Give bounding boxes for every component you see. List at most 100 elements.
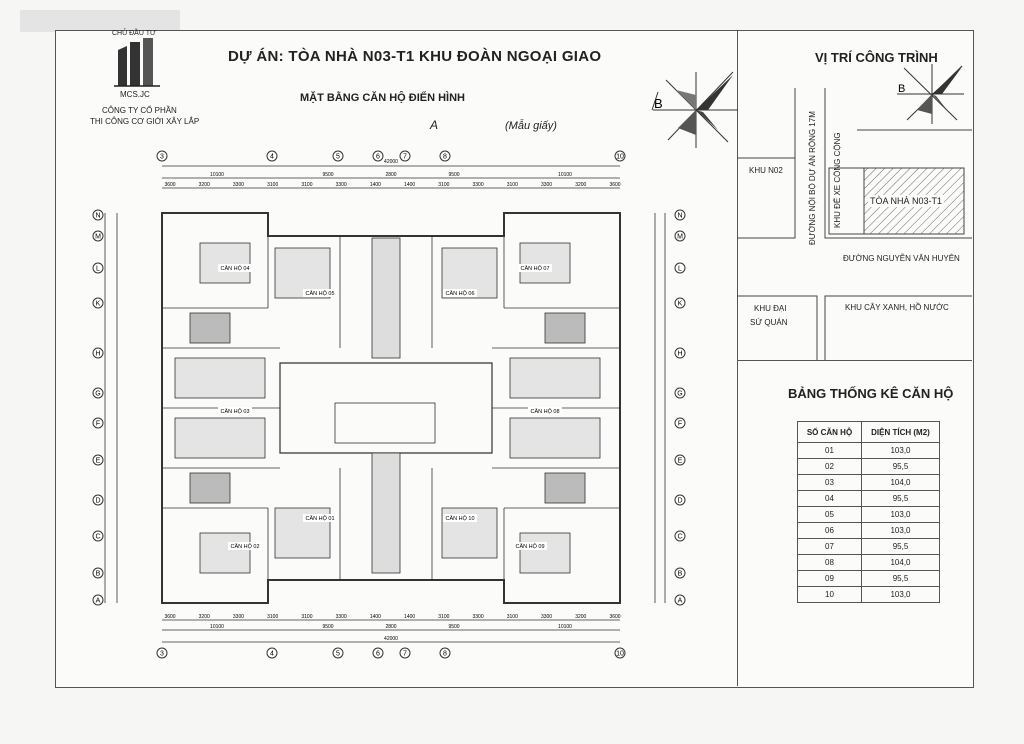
unit-label: CĂN HỘ 02 bbox=[230, 543, 259, 550]
unit-label-bg bbox=[518, 264, 552, 272]
apartment-number: 02 bbox=[797, 458, 862, 475]
grid-bubble bbox=[439, 150, 451, 162]
grid-bubble bbox=[92, 262, 104, 274]
dimension: 3600 bbox=[164, 182, 175, 188]
apartment-area: 104,0 bbox=[861, 474, 940, 491]
grid-label-right: E bbox=[678, 458, 683, 465]
dimension: 3100 bbox=[438, 614, 449, 620]
map-label-embassy: SỨ QUÁN bbox=[750, 318, 788, 327]
north-arrow-icon: B bbox=[897, 64, 964, 124]
unit-label-bg bbox=[528, 407, 562, 415]
grid-bubble bbox=[92, 454, 104, 466]
apartment-area: 103,0 bbox=[861, 442, 940, 459]
dimension: 3600 bbox=[609, 182, 620, 188]
unit-label: CĂN HỘ 03 bbox=[220, 408, 249, 415]
grid-bubble bbox=[92, 494, 104, 506]
grid-label-left: E bbox=[96, 458, 101, 465]
apartment-area: 103,0 bbox=[861, 586, 940, 603]
dimension: 3200 bbox=[575, 614, 586, 620]
grid-bubble bbox=[92, 209, 104, 221]
dimension: 1400 bbox=[370, 182, 381, 188]
grid-label-left: D bbox=[95, 498, 100, 505]
dimension: 3200 bbox=[199, 614, 210, 620]
map-label-building: TÒA NHÀ N03-T1 bbox=[868, 195, 945, 207]
grid-bubble bbox=[92, 297, 104, 309]
dimension-total: 42000 bbox=[384, 636, 398, 642]
grid-bubble bbox=[266, 647, 278, 659]
grid-label-left: H bbox=[95, 351, 100, 358]
grid-label-bottom: 8 bbox=[443, 651, 447, 658]
apartment-number: 05 bbox=[797, 506, 862, 523]
grid-label-top: 10 bbox=[616, 154, 624, 161]
unit-label-bg bbox=[303, 289, 337, 297]
grid-bubble bbox=[674, 230, 686, 242]
grid-label-right: L bbox=[678, 266, 682, 273]
grid-label-left: B bbox=[96, 571, 101, 578]
grid-bubble bbox=[674, 347, 686, 359]
logo-name: MCS.JC bbox=[120, 90, 150, 99]
grid-bubble bbox=[614, 647, 626, 659]
grid-label-left: K bbox=[96, 301, 101, 308]
grid-label-right: A bbox=[678, 598, 683, 605]
grid-bubble bbox=[399, 150, 411, 162]
apartment-number: 06 bbox=[797, 522, 862, 539]
map-label-road: ĐƯỜNG NGUYỄN VĂN HUYÊN bbox=[843, 254, 960, 263]
map-label-parking: KHU ĐỂ XE CÔNG CỘNG bbox=[833, 132, 842, 228]
dimension: 3100 bbox=[267, 614, 278, 620]
scan-margin-strip bbox=[20, 10, 180, 32]
unit-label: CĂN HỘ 05 bbox=[305, 290, 334, 297]
dimension: 1400 bbox=[404, 182, 415, 188]
grid-label-right: K bbox=[678, 301, 683, 308]
grid-bubble bbox=[399, 647, 411, 659]
dimension: 3100 bbox=[301, 614, 312, 620]
dimension: 1400 bbox=[370, 614, 381, 620]
dimension: 1400 bbox=[404, 614, 415, 620]
grid-bubble bbox=[92, 567, 104, 579]
svg-text:B: B bbox=[654, 96, 663, 111]
apartment-number: 03 bbox=[797, 474, 862, 491]
grid-bubble bbox=[92, 230, 104, 242]
dimension: 10100 bbox=[210, 624, 224, 630]
dimension: 3300 bbox=[541, 182, 552, 188]
grid-bubble bbox=[674, 262, 686, 274]
apartment-area: 95,5 bbox=[861, 458, 940, 475]
dimension: 10100 bbox=[210, 172, 224, 178]
dimension: 3300 bbox=[473, 614, 484, 620]
apartment-area: 104,0 bbox=[861, 554, 940, 571]
dimension: 9500 bbox=[322, 624, 333, 630]
unit-label-bg bbox=[218, 264, 252, 272]
grid-label-top: 6 bbox=[376, 154, 380, 161]
grid-label-left: M bbox=[95, 234, 101, 241]
grid-label-bottom: 3 bbox=[160, 651, 164, 658]
apartment-area: 95,5 bbox=[861, 570, 940, 587]
handwritten-note: A bbox=[430, 118, 439, 132]
logo-caption: CHỦ ĐẦU TƯ bbox=[112, 30, 156, 37]
unit-label: CĂN HỘ 07 bbox=[520, 265, 549, 272]
dimension: 3300 bbox=[336, 614, 347, 620]
apartment-area: 95,5 bbox=[861, 538, 940, 555]
dimension: 2800 bbox=[385, 624, 396, 630]
dimension: 10100 bbox=[558, 172, 572, 178]
dimension: 3100 bbox=[507, 182, 518, 188]
grid-label-right: B bbox=[678, 571, 683, 578]
grid-bubble bbox=[92, 387, 104, 399]
dimension: 9500 bbox=[448, 172, 459, 178]
grid-bubble bbox=[156, 647, 168, 659]
unit-label: CĂN HỘ 09 bbox=[515, 543, 544, 550]
grid-label-left: L bbox=[96, 266, 100, 273]
dimension: 3600 bbox=[609, 614, 620, 620]
panel-divider bbox=[737, 30, 738, 686]
handwritten-note: (Mẫu giấy) bbox=[505, 120, 557, 132]
unit-label-bg bbox=[218, 407, 252, 415]
grid-label-bottom: 4 bbox=[270, 651, 274, 658]
grid-bubble bbox=[674, 417, 686, 429]
grid-label-right: G bbox=[677, 391, 682, 398]
unit-label: CĂN HỘ 08 bbox=[530, 408, 559, 415]
grid-label-right: N bbox=[677, 213, 682, 220]
